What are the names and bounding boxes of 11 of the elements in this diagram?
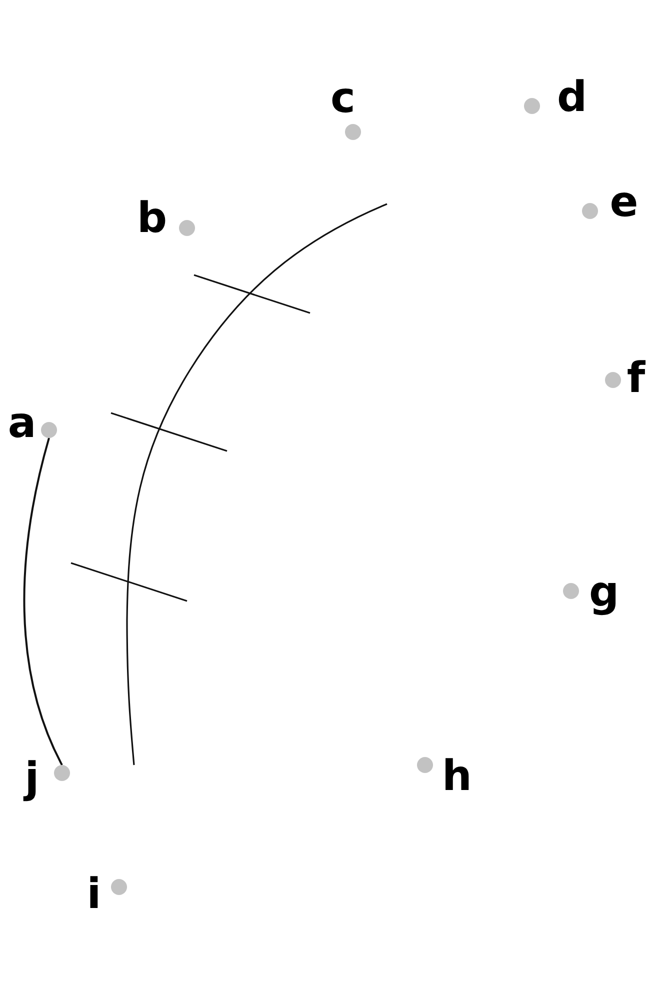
point-label: b [136,196,168,240]
point-label: a [6,401,38,445]
point-label: d [556,75,588,119]
point-label: c [330,76,356,120]
point-label: e [608,180,640,224]
point-label: f [626,356,646,400]
point-label: h [441,754,473,798]
point-label: g [588,570,620,614]
curved-line [23,438,63,766]
point-label: j [22,756,40,800]
point-label: i [86,872,102,916]
